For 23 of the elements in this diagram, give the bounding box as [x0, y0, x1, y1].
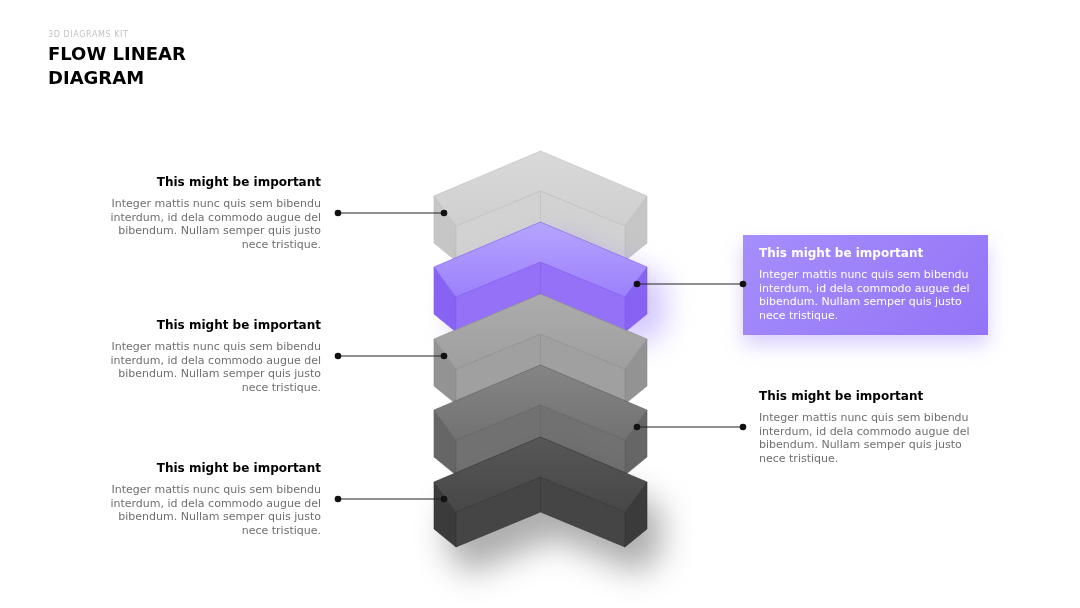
chevron-block — [434, 294, 647, 404]
chevron-block — [434, 151, 647, 261]
body-text: Integer mattis nunc quis sem bibendu interdum, id dela commodo augue del bibendum. Nullam semper quis justo nece tristique. — [109, 483, 321, 538]
heading: This might be important — [759, 245, 924, 261]
heading: This might be important — [759, 388, 924, 404]
leader-line — [334, 209, 448, 217]
body-text: Integer mattis nunc quis sem bibendu interdum, id dela commodo augue del bibendum. Nullam semper quis justo nece tristique. — [109, 340, 321, 395]
chevron-block — [434, 365, 647, 475]
chevron-block — [434, 222, 647, 332]
highlight-card — [743, 235, 988, 335]
heading: This might be important — [156, 174, 321, 190]
body-text: Integer mattis nunc quis sem bibendu interdum, id dela commodo augue del bibendum. Nullam semper quis justo nece tristique. — [759, 411, 971, 466]
leader-line — [334, 352, 448, 360]
heading: This might be important — [156, 460, 321, 476]
body-text: Integer mattis nunc quis sem bibendu interdum, id dela commodo augue del bibendum. Nullam semper quis justo nece tristique. — [759, 268, 971, 323]
leader-line — [633, 423, 747, 431]
leader-line — [633, 280, 747, 288]
header-label: 3D DIAGRAMS KIT — [48, 30, 129, 40]
body-text: Integer mattis nunc quis sem bibendu interdum, id dela commodo augue del bibendum. Nullam semper quis justo nece tristique. — [109, 197, 321, 252]
chevron-block — [434, 437, 647, 547]
heading: This might be important — [156, 317, 321, 333]
leader-line — [334, 495, 448, 503]
title: FLOW LINEAR DIAGRAM — [48, 42, 187, 90]
